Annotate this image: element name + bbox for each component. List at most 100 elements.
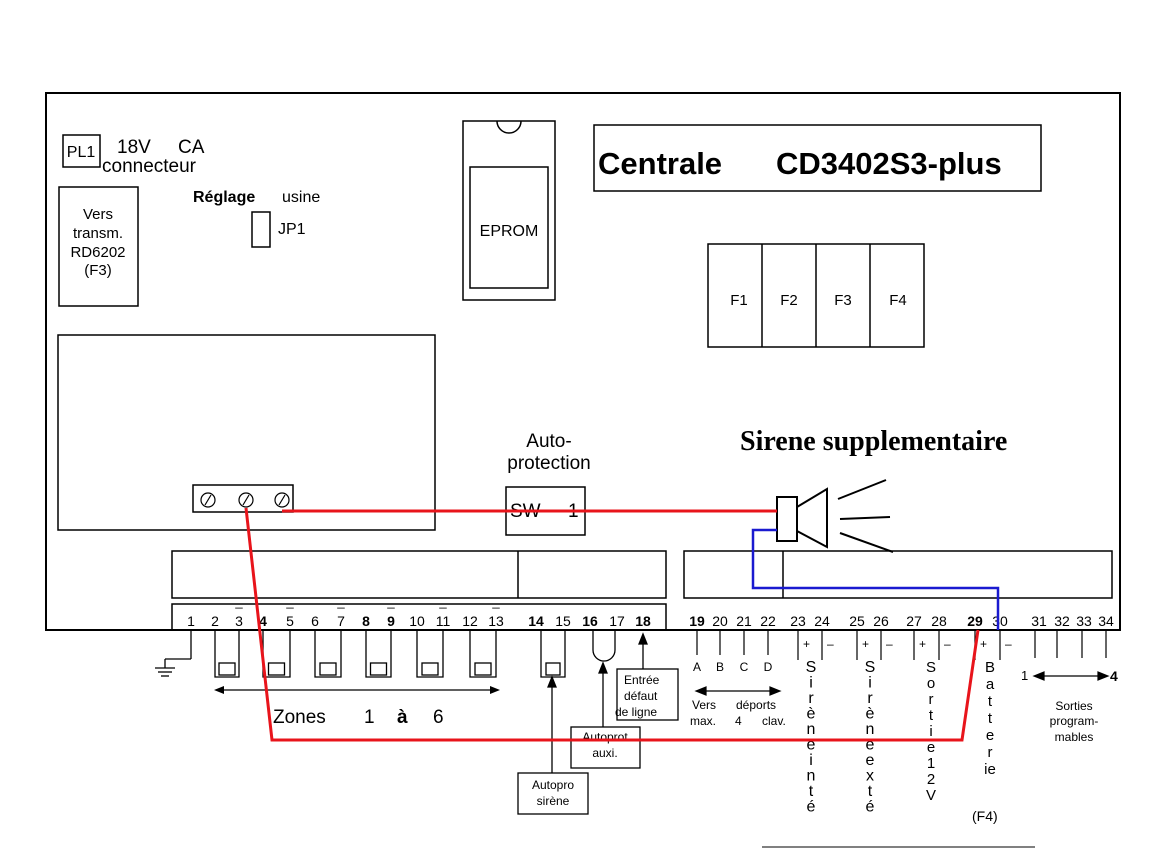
prog-outputs-line3: mables [1055, 730, 1094, 744]
zones-to: 6 [433, 707, 444, 728]
terminal-18: 18 [635, 613, 651, 629]
bar-mark: _ [285, 594, 294, 609]
rd6202-line4: (F3) [84, 262, 112, 279]
entry-fault-line3: de ligne [615, 705, 657, 719]
terminal-16: 16 [582, 613, 598, 629]
fuse-label-f1: F1 [730, 292, 748, 309]
terminal-7: 7 [337, 613, 345, 629]
terminal-26: 26 [873, 613, 889, 629]
siren-int-letter: i [809, 675, 813, 692]
siren-tamper-loop [540, 630, 566, 773]
siren-int-letter: n [807, 721, 816, 738]
zone-loop [469, 630, 497, 678]
prog-outputs-from: 1 [1021, 668, 1028, 683]
terminal-31: 31 [1031, 613, 1047, 629]
prog-outputs-to: 4 [1110, 668, 1118, 684]
keypad-letter-b: B [716, 660, 724, 674]
prog-outputs-line2: program- [1050, 714, 1099, 728]
fuse-label-f2: F2 [780, 292, 798, 309]
title-word1: Centrale [598, 146, 722, 181]
output-12v-letter: V [926, 787, 936, 804]
terminal-21: 21 [736, 613, 752, 629]
fuse-block: F1 F2 F3 F4 [707, 243, 925, 348]
zone-loop [416, 630, 444, 678]
terminal-1: 1 [187, 613, 195, 629]
plus-sign: + [803, 637, 810, 651]
zone-loops [214, 630, 497, 678]
terminal-19: 19 [689, 613, 705, 629]
terminal-13: 13 [488, 613, 504, 629]
aux-tamper-line2: auxi. [592, 746, 617, 760]
bar-mark: _ [336, 594, 345, 609]
resistor-icon [319, 662, 337, 676]
fuse-label-f3: F3 [834, 292, 852, 309]
siren-int-letter: è [807, 706, 816, 723]
bar-mark: _ [491, 594, 500, 609]
resistor-icon [474, 662, 492, 676]
resistor-icon [267, 662, 286, 676]
terminal-6: 6 [311, 613, 319, 629]
output-12v-letter: 2 [927, 771, 935, 788]
battery-letter: t [988, 693, 993, 710]
fuse-label-f4: F4 [889, 292, 907, 309]
keypad-line2c: clav. [762, 714, 786, 728]
zones-label: Zones [273, 707, 326, 728]
siren-ext-letter: e [866, 737, 875, 754]
terminal-28: 28 [931, 613, 947, 629]
zone-loop [314, 630, 342, 678]
minus-sign: – [827, 637, 834, 651]
terminal-5: 5 [286, 613, 294, 629]
output-12v-letter: S [926, 659, 936, 676]
battery-fuse: (F4) [972, 808, 998, 824]
zones-to-word: à [397, 707, 408, 728]
siren-tamper-line2: sirène [537, 794, 570, 808]
control-board [45, 92, 1121, 631]
keypad-line2a: max. [690, 714, 716, 728]
rd6202-line1: Vers [83, 206, 113, 223]
terminal-29: 29 [967, 613, 983, 629]
output-12v-letter: r [929, 691, 934, 708]
siren-ext-letter: x [866, 768, 874, 785]
terminal-3: 3 [235, 613, 243, 629]
terminal-covers [171, 550, 1113, 631]
entry-fault-box: Entrée défaut de ligne [615, 668, 679, 721]
entry-fault-arrow [638, 632, 648, 670]
terminal-20: 20 [712, 613, 728, 629]
factory-setting-jumper: Réglage usine JP1 [193, 189, 320, 248]
siren-ext-letter: i [868, 675, 872, 692]
keypad-line1b: déports [736, 698, 776, 712]
pl1-badge: PL1 [67, 144, 96, 161]
terminal-24: 24 [814, 613, 830, 629]
pl1-voltage: 18V [117, 137, 151, 158]
siren-ext-letter: r [867, 690, 873, 707]
output-12v-letter: e [927, 739, 935, 756]
aux-tamper-loop [592, 630, 616, 727]
terminal-15: 15 [555, 613, 571, 629]
resistor-icon [421, 662, 439, 676]
battery-letter: a [986, 676, 995, 693]
jumper-label: JP1 [278, 221, 306, 238]
terminal-11: 11 [436, 613, 451, 629]
title-box: Centrale CD3402S3-plus [593, 124, 1042, 192]
plus-sign: + [919, 637, 926, 651]
minus-sign: – [944, 637, 951, 651]
output-12v-letter: 1 [927, 755, 935, 772]
zones-from: 1 [364, 707, 375, 728]
aux-tamper-line1: Autoprot [582, 730, 628, 744]
plus-sign: + [862, 637, 869, 651]
siren-ext-letter: è [866, 706, 875, 723]
battery-letter: r [988, 744, 993, 761]
siren-speaker-icon [776, 479, 894, 553]
terminal-17: 17 [609, 613, 625, 629]
ground-symbol [155, 630, 192, 677]
siren-int-letter: é [807, 799, 816, 816]
siren-int-letter: i [809, 752, 813, 769]
siren-tamper-box: Autopro sirène [517, 772, 589, 815]
keypad-letter-a: A [693, 660, 701, 674]
